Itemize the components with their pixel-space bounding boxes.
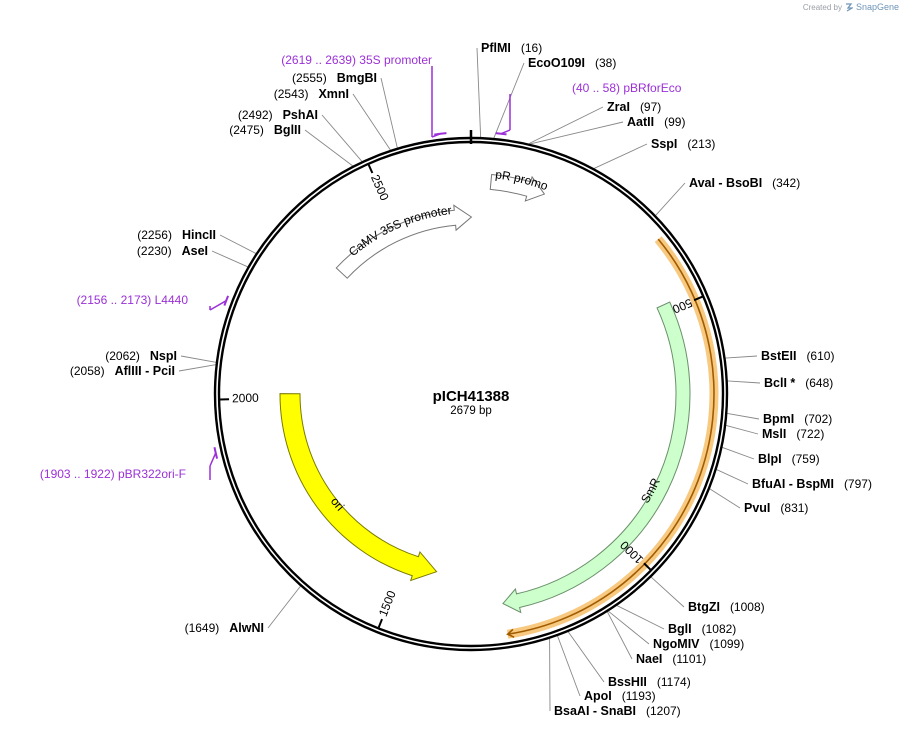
- credit-prefix: Created by: [802, 2, 842, 12]
- feature-label: CaMV 35S promoter: [346, 203, 452, 259]
- feature-arrows: CaMV 35S promoterAmpR promoterSmRori: [0, 0, 719, 639]
- restriction-site-label: ZraI(97): [607, 100, 661, 114]
- restriction-site-label: BlpI(759): [758, 452, 820, 466]
- bp-tick-mark: [693, 295, 703, 302]
- site-leader-line: [616, 605, 665, 630]
- site-leader-line: [476, 47, 482, 138]
- site-leader-line: [727, 412, 760, 420]
- site-leader-line: [304, 129, 353, 167]
- restriction-site-label: AatII(99): [627, 115, 685, 129]
- bp-tick-mark: [643, 562, 652, 571]
- site-labels: PflMI(16)EcoO109I(38) ZraI(97)AatII(99) Ss…: [70, 41, 872, 718]
- restriction-site-label: (2062)NspI: [105, 349, 177, 363]
- site-leader-line: [725, 424, 759, 435]
- site-leader-line: [709, 488, 741, 509]
- bp-tick-label: 1500: [376, 588, 399, 618]
- primer-35s-promoter: (2619 .. 2639) 35S promoter: [281, 53, 447, 138]
- site-leader-line: [178, 364, 216, 372]
- feature-ori: ori: [279, 393, 438, 582]
- restriction-site-label: BglI(1082): [668, 622, 736, 636]
- restriction-site-label: (2555)BmgBI: [292, 71, 377, 85]
- plasmid-backbone: [213, 130, 729, 652]
- restriction-site-label: BstEII(610): [761, 349, 834, 363]
- credit-brand: SnapGene: [855, 2, 899, 12]
- site-leader-line: [567, 631, 605, 683]
- site-leader-line: [725, 355, 758, 359]
- primer-pbrforeco: (40 .. 58) pBRforEco: [495, 81, 682, 136]
- primer-label: (40 .. 58) pBRforEco: [572, 81, 682, 95]
- site-leader-line: [557, 635, 581, 697]
- site-leader-line: [530, 121, 624, 145]
- site-leader-lines: [178, 47, 761, 712]
- plasmid-name: pICH41388: [433, 388, 510, 405]
- restriction-site-label: SspI(213): [651, 137, 715, 151]
- site-leader-line: [593, 143, 648, 169]
- restriction-site-label: BtgZI(1008): [688, 600, 765, 614]
- restriction-site-label: (2058)AflIII - PciI: [70, 364, 175, 378]
- site-leader-line: [267, 585, 301, 629]
- site-leader-line: [655, 182, 686, 216]
- primer-pbr322ori-f: (1903 .. 1922) pBR322ori-F: [40, 447, 219, 481]
- restriction-site-label: (2256)HincII: [137, 228, 216, 242]
- site-leader-line: [727, 380, 761, 384]
- site-leader-line: [716, 469, 749, 485]
- primer-label: (1903 .. 1922) pBR322ori-F: [40, 467, 186, 481]
- plasmid-size: 2679 bp: [450, 405, 492, 417]
- restriction-site-label: PvuI(831): [744, 501, 808, 515]
- restriction-site-label: NaeI(1101): [636, 652, 706, 666]
- snapgene-logo-icon: [845, 2, 853, 12]
- site-leader-line: [606, 611, 633, 660]
- site-leader-line: [650, 576, 685, 608]
- restriction-site-label: NgoMIV(1099): [653, 637, 744, 651]
- feature-highlight-band: [506, 236, 719, 639]
- site-leader-line: [321, 114, 363, 162]
- primer-l4440: (2156 .. 2173) L4440: [77, 293, 230, 311]
- site-leader-line: [493, 62, 525, 139]
- primer-label: (2619 .. 2639) 35S promoter: [281, 53, 432, 67]
- restriction-site-label: PflMI(16): [481, 41, 542, 55]
- primer-label: (2156 .. 2173) L4440: [77, 293, 189, 307]
- restriction-site-label: (2492)PshAI: [238, 108, 318, 122]
- site-leader-line: [211, 250, 248, 268]
- restriction-site-label: BssHII(1174): [608, 675, 691, 689]
- feature-camv-35s-promoter: CaMV 35S promoter: [335, 203, 473, 279]
- restriction-site-label: (2230)AseI: [137, 244, 208, 258]
- site-leader-line: [352, 93, 391, 151]
- restriction-site-label: (2475)BglII: [229, 123, 301, 137]
- site-leader-line: [219, 234, 257, 254]
- site-leader-line: [528, 106, 604, 145]
- bp-tick-mark: [367, 164, 374, 174]
- restriction-site-label: (1649)AlwNI: [185, 621, 264, 635]
- plasmid-title: pICH41388 2679 bp: [433, 388, 510, 417]
- restriction-site-label: (2543)XmnI: [274, 87, 349, 101]
- bp-tick-label: 2500: [368, 173, 392, 203]
- bp-tick-mark: [377, 618, 383, 628]
- site-leader-line: [180, 355, 217, 363]
- restriction-site-label: MslI(722): [762, 427, 824, 441]
- bp-tick-label: 2000: [232, 391, 259, 406]
- restriction-site-label: ApoI(1193): [584, 689, 656, 703]
- restriction-site-label: BpmI(702): [763, 412, 832, 426]
- restriction-site-label: BclI *(648): [764, 376, 833, 390]
- primer-marks: (2619 .. 2639) 35S promoter (40 .. 58) pB…: [40, 53, 682, 481]
- site-leader-line: [608, 610, 650, 645]
- restriction-site-label: AvaI - BsoBI(342): [689, 176, 800, 190]
- site-leader-line: [380, 77, 398, 148]
- restriction-site-label: BsaAI - SnaBI(1207): [554, 704, 681, 718]
- restriction-site-label: EcoO109I(38): [528, 56, 616, 70]
- restriction-site-label: BfuAI - BspMI(797): [752, 477, 872, 491]
- snapgene-credit: Created by SnapGene: [803, 2, 899, 12]
- site-leader-line: [722, 446, 755, 460]
